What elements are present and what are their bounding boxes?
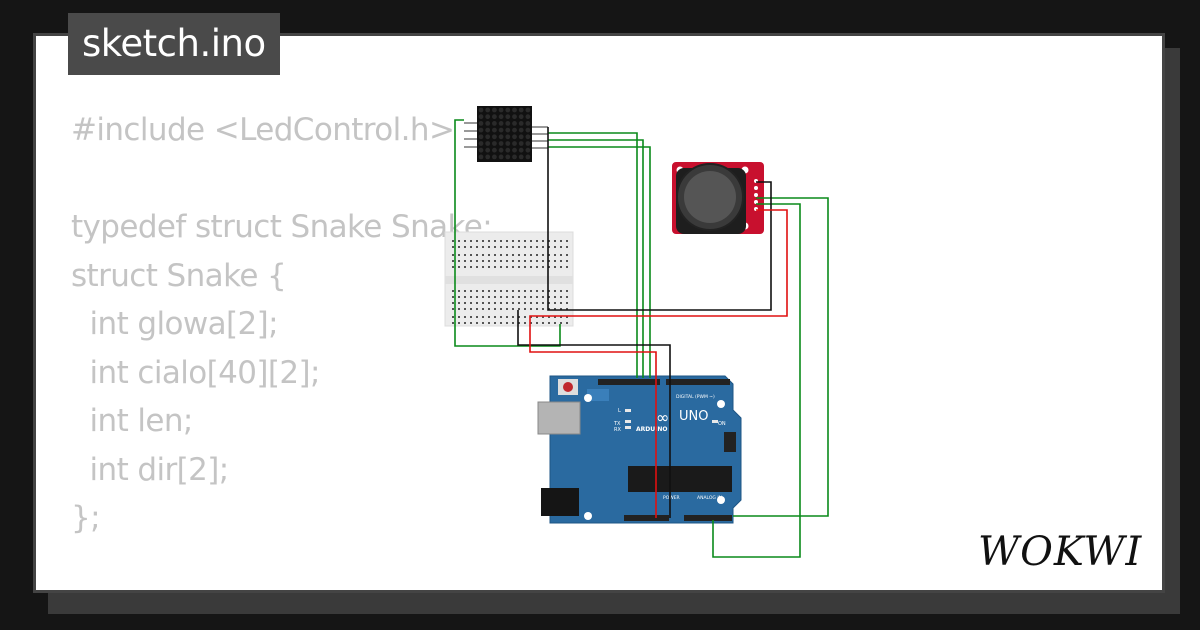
svg-text:∞: ∞ xyxy=(656,408,669,427)
joystick-module[interactable] xyxy=(672,162,764,234)
breadboard[interactable] xyxy=(444,231,574,327)
file-name-tab[interactable]: sketch.ino xyxy=(68,13,280,75)
l-led-label: L xyxy=(618,408,621,414)
board-brand-label: ARDUINO xyxy=(636,426,667,433)
code-preview: #include <LedControl.h> typedef struct S… xyxy=(71,106,493,590)
arduino-uno-board[interactable]: ∞ UNO ARDUINO DIGITAL (PWM ~) POWER ANAL… xyxy=(537,375,742,524)
digital-header-label: DIGITAL (PWM ~) xyxy=(676,394,715,400)
board-model-label: UNO xyxy=(679,409,708,424)
power-header-label: POWER xyxy=(663,495,680,501)
preview-card: #include <LedControl.h> typedef struct S… xyxy=(33,33,1165,593)
led-matrix[interactable] xyxy=(464,106,548,162)
tx-led-label: TX xyxy=(613,421,621,427)
rx-led-label: RX xyxy=(614,427,621,433)
code-line: }; xyxy=(71,500,101,536)
code-line: int len; xyxy=(71,403,194,439)
code-line: struct Snake { xyxy=(71,257,287,294)
wires xyxy=(454,119,829,558)
code-line: int dir[2]; xyxy=(71,451,230,488)
code-line: typedef struct Snake Snake; xyxy=(71,209,493,245)
analog-header-label: ANALOG IN xyxy=(697,495,722,501)
code-line: #include <LedControl.h> xyxy=(71,112,455,148)
code-line: int glowa[2]; xyxy=(71,306,279,342)
wokwi-logo: WOKWI xyxy=(978,529,1142,575)
code-line: int cialo[40][2]; xyxy=(71,354,321,391)
wokwi-logo-text: WOKWI xyxy=(978,529,1142,575)
power-led-label: ON xyxy=(718,421,726,427)
